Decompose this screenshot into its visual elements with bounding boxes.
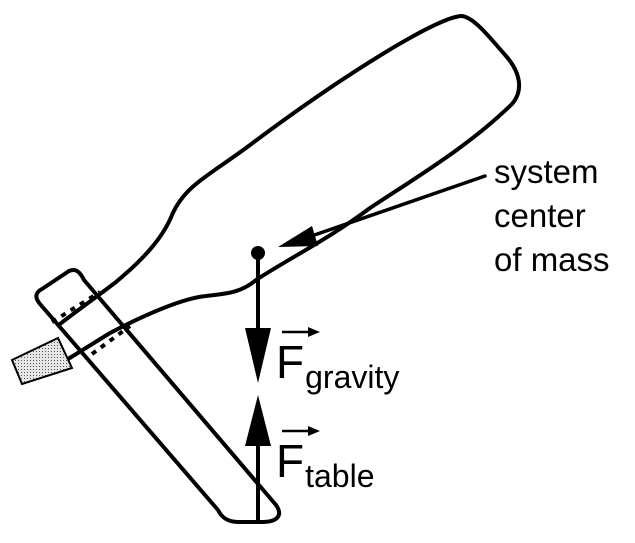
center-of-mass-label: system center of mass: [494, 150, 610, 282]
bottle-outline: [50, 14, 522, 371]
table-force-label: F table: [276, 426, 375, 492]
vector-arrow-icon: [282, 327, 320, 337]
gravity-force-subscript: gravity: [305, 359, 400, 395]
hole-edge-top: [50, 290, 102, 324]
center-of-mass-label-line-3: of mass: [494, 241, 610, 278]
hole-edge-bottom: [90, 324, 132, 356]
center-of-mass-pointer-arrowhead: [278, 226, 318, 247]
table-force-symbol: F: [276, 426, 320, 484]
table-force-arrowhead: [245, 395, 271, 446]
cork: [10, 336, 74, 386]
gravity-force-label: F gravity: [276, 327, 399, 393]
gravity-force-symbol: F: [276, 327, 320, 385]
center-of-mass-label-line-2: center: [494, 197, 586, 234]
center-of-mass-label-line-1: system: [494, 153, 599, 190]
gravity-force-arrowhead: [245, 328, 271, 383]
center-of-mass-pointer-line: [298, 174, 487, 242]
vector-arrow-icon: [282, 426, 320, 436]
table-force-subscript: table: [305, 458, 375, 494]
holder-board-outline: [34, 268, 282, 524]
